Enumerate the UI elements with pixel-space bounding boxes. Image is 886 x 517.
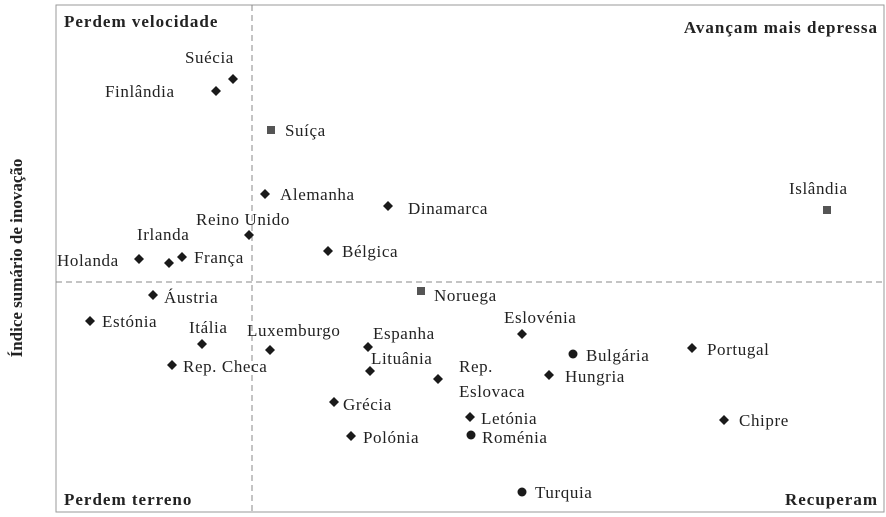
point-finlandia: [211, 86, 221, 96]
point-suica: [267, 126, 275, 134]
point-holanda: [134, 254, 144, 264]
point-espanha: [363, 342, 373, 352]
point-label-italia: Itália: [189, 318, 228, 337]
point-label-austria: Áustria: [164, 288, 218, 307]
point-portugal: [687, 343, 697, 353]
point-hungria: [544, 370, 554, 380]
point-reino-unido: [244, 230, 254, 240]
point-label-letonia: Letónia: [481, 409, 537, 428]
point-grecia: [329, 397, 339, 407]
point-label-franca: França: [194, 248, 244, 267]
point-romenia: [466, 430, 476, 440]
point-label-turquia: Turquia: [535, 483, 592, 502]
point-label-suica: Suíça: [285, 121, 326, 140]
point-polonia: [346, 431, 356, 441]
point-label-bulgaria: Bulgária: [586, 346, 649, 365]
point-alemanha: [260, 189, 270, 199]
quadrant-label-bottom-right: Recuperam: [785, 490, 878, 509]
point-luxemburgo: [265, 345, 275, 355]
point-chipre: [719, 415, 729, 425]
point-belgica: [323, 246, 333, 256]
point-austria: [148, 290, 158, 300]
point-label-luxemburgo: Luxemburgo: [247, 321, 341, 340]
point-bulgaria: [568, 349, 578, 359]
point-letonia: [465, 412, 475, 422]
point-noruega: [417, 287, 425, 295]
point-franca: [177, 252, 187, 262]
point-rep-checa: [167, 360, 177, 370]
point-suecia: [228, 74, 238, 84]
point-label-holanda: Holanda: [57, 251, 119, 270]
point-label-lituania: Lituânia: [371, 349, 432, 368]
point-dinamarca: [383, 201, 393, 211]
point-label-irlanda: Irlanda: [137, 225, 189, 244]
point-italia: [197, 339, 207, 349]
quadrant-label-top-left: Perdem velocidade: [64, 12, 218, 31]
point-label-reino-unido: Reino Unido: [196, 210, 290, 229]
quadrant-label-bottom-left: Perdem terreno: [64, 490, 192, 509]
point-label-estonia: Estónia: [102, 312, 157, 331]
point-label-rep-checa: Rep. Checa: [183, 357, 267, 376]
point-label-islandia: Islândia: [789, 179, 848, 198]
point-label-alemanha: Alemanha: [280, 185, 355, 204]
point-rep-eslovaca: [433, 374, 443, 384]
point-label-chipre: Chipre: [739, 411, 789, 430]
point-lituania: [365, 366, 375, 376]
point-label-espanha: Espanha: [373, 324, 435, 343]
point-label-belgica: Bélgica: [342, 242, 398, 261]
y-axis-label: Índice sumário de inovação: [7, 159, 26, 358]
point-label-rep-eslovaca: Rep.Eslovaca: [459, 357, 525, 401]
point-irlanda: [164, 258, 174, 268]
quadrant-label-top-right: Avançam mais depressa: [684, 18, 878, 37]
point-islandia: [823, 206, 831, 214]
point-label-suecia: Suécia: [185, 48, 234, 67]
plot-frame: [55, 4, 885, 513]
point-estonia: [85, 316, 95, 326]
point-label-finlandia: Finlândia: [105, 82, 175, 101]
point-label-romenia: Roménia: [482, 428, 548, 447]
point-label-polonia: Polónia: [363, 428, 419, 447]
point-label-eslovenia: Eslovénia: [504, 308, 576, 327]
point-label-grecia: Grécia: [343, 395, 392, 414]
point-label-portugal: Portugal: [707, 340, 769, 359]
point-label-noruega: Noruega: [434, 286, 497, 305]
point-turquia: [517, 487, 527, 497]
point-label-hungria: Hungria: [565, 367, 625, 386]
point-eslovenia: [517, 329, 527, 339]
point-label-dinamarca: Dinamarca: [408, 199, 488, 218]
